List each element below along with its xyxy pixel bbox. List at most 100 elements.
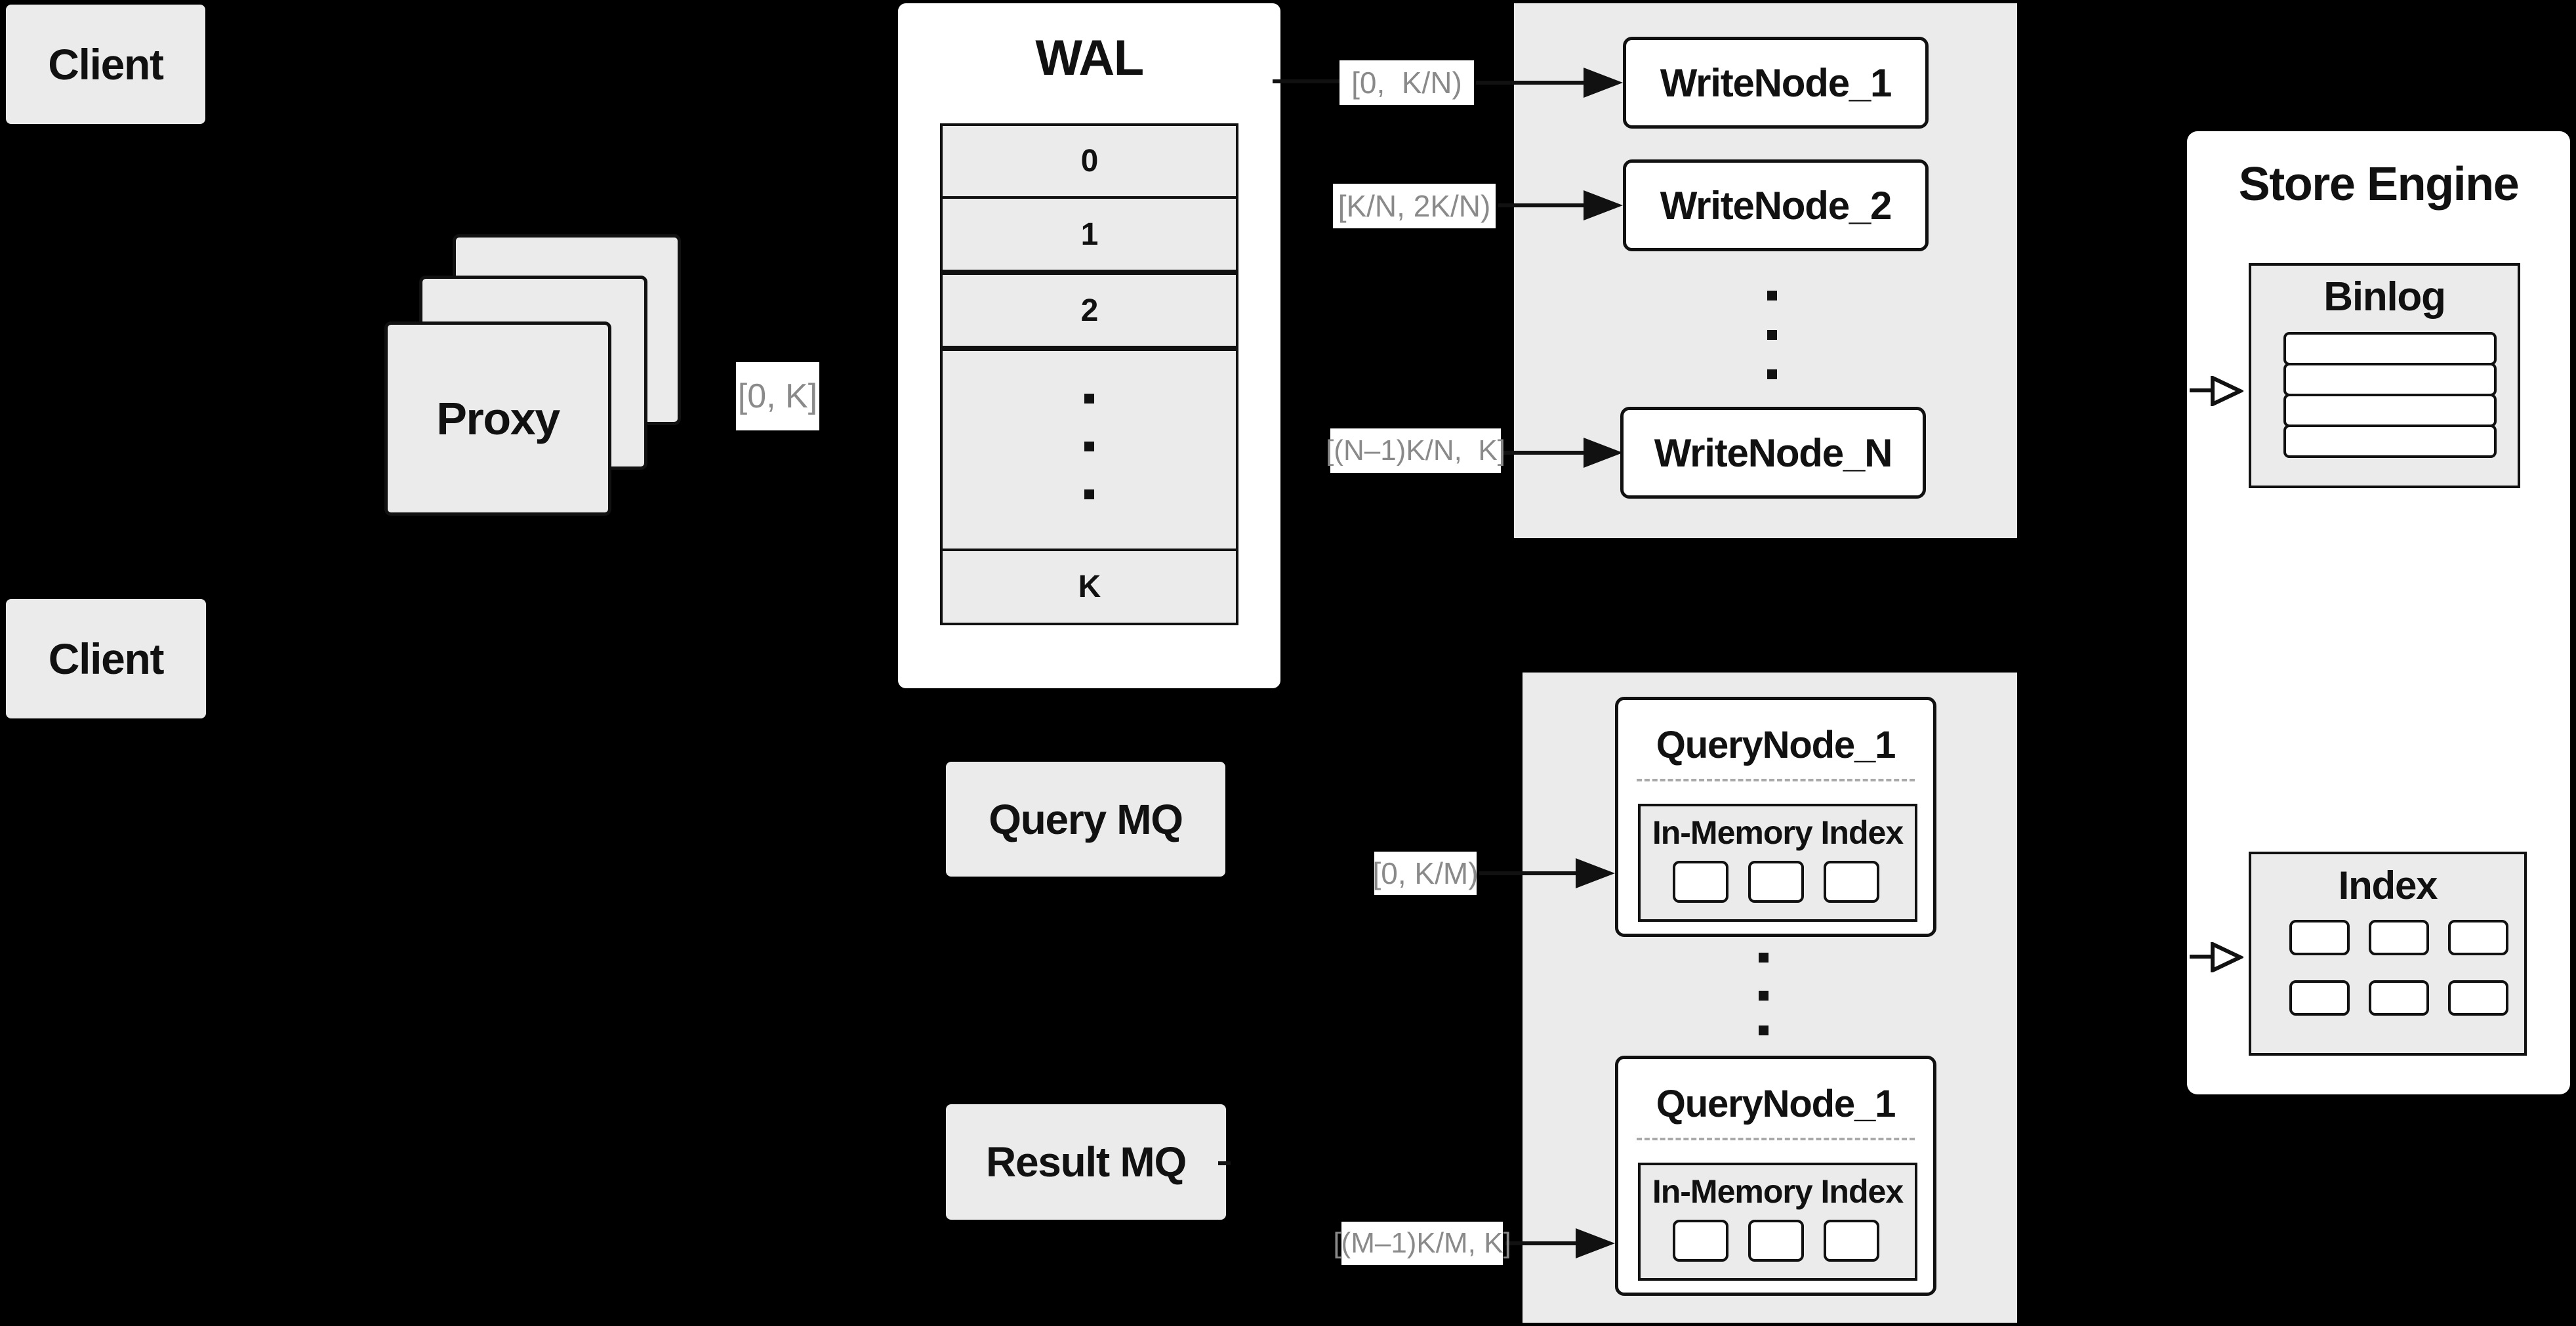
query-mq-node: Query MQ bbox=[946, 762, 1225, 877]
result-mq-out-arrow-stub bbox=[1218, 1161, 1231, 1165]
arrow-head-write-n-icon bbox=[1584, 438, 1623, 468]
client-top-label: Client bbox=[48, 40, 164, 89]
in-memory-index-bottom-title-text: In-Memory Index bbox=[1652, 1173, 1904, 1210]
range-label-query-m: [(M–1)K/M, K] bbox=[1333, 1222, 1511, 1265]
write-ellipsis-dot-3 bbox=[1767, 369, 1777, 379]
arrow-head-query-1-icon bbox=[1576, 858, 1615, 888]
write-node-n-label: WriteNode_N bbox=[1654, 430, 1893, 475]
range-label-query-m-text: [(M–1)K/M, K] bbox=[1333, 1227, 1511, 1259]
query-node-bottom-title: QueryNode_1 bbox=[1618, 1077, 1933, 1130]
query-node-bottom-divider bbox=[1637, 1138, 1915, 1140]
binlog-title: Binlog bbox=[2251, 274, 2518, 320]
query-ellipsis-dot-2 bbox=[1759, 991, 1768, 1001]
write-node-n: WriteNode_N bbox=[1620, 407, 1926, 499]
range-label-proxy-to-wal-text: [0, K] bbox=[737, 377, 818, 415]
query-ellipsis-dot-1 bbox=[1759, 953, 1768, 963]
wal-ellipsis-dot-3 bbox=[1084, 489, 1094, 499]
query-node-top-divider bbox=[1637, 779, 1915, 781]
write-ellipsis-dot-1 bbox=[1767, 291, 1777, 300]
store-index-cell bbox=[2448, 920, 2508, 955]
store-index-title: Index bbox=[2251, 863, 2524, 907]
store-index-cell bbox=[2369, 920, 2429, 955]
index-slot bbox=[1824, 1220, 1879, 1262]
result-mq-node: Result MQ bbox=[946, 1104, 1226, 1220]
in-memory-index-bottom: In-Memory Index bbox=[1638, 1163, 1917, 1281]
write-node-2-label: WriteNode_2 bbox=[1660, 183, 1892, 228]
query-node-bottom-title-text: QueryNode_1 bbox=[1656, 1082, 1896, 1125]
wal-row-2: 2 bbox=[940, 272, 1238, 348]
open-arrow-head-store-index-icon bbox=[2211, 942, 2243, 972]
in-memory-index-bottom-title: In-Memory Index bbox=[1641, 1172, 1915, 1211]
binlog-title-text: Binlog bbox=[2323, 274, 2446, 320]
store-index-title-text: Index bbox=[2338, 863, 2438, 907]
wal-row-1: 1 bbox=[940, 196, 1238, 272]
wal-row-k-text: K bbox=[1078, 570, 1101, 604]
wal-row-1-text: 1 bbox=[1080, 217, 1099, 252]
client-top-node: Client bbox=[6, 5, 205, 124]
wal-ellipsis-dot-2 bbox=[1084, 442, 1094, 451]
arrow-line-store-index bbox=[2190, 955, 2213, 959]
arrow-head-query-m-icon bbox=[1576, 1228, 1615, 1258]
open-arrow-head-binlog-icon bbox=[2211, 376, 2243, 406]
client-bottom-label: Client bbox=[48, 634, 165, 683]
range-label-query-1-text: [0, K/M) bbox=[1372, 856, 1479, 890]
arrow-line-binlog bbox=[2190, 388, 2213, 392]
in-memory-index-top-title-text: In-Memory Index bbox=[1652, 814, 1904, 851]
query-node-top: QueryNode_1 In-Memory Index bbox=[1615, 697, 1936, 937]
binlog-row bbox=[2283, 363, 2497, 396]
arrow-line-write-n bbox=[1503, 451, 1587, 455]
query-ellipsis-dot-3 bbox=[1759, 1026, 1768, 1035]
binlog-row bbox=[2283, 425, 2497, 458]
query-node-top-title: QueryNode_1 bbox=[1618, 718, 1933, 771]
wal-out-arrow-stub bbox=[1273, 79, 1339, 83]
wal-row-0-text: 0 bbox=[1080, 144, 1099, 178]
query-mq-label: Query MQ bbox=[989, 795, 1183, 843]
store-index-cell bbox=[2289, 980, 2350, 1016]
arrow-line-query-m bbox=[1505, 1241, 1580, 1245]
binlog-box: Binlog bbox=[2249, 263, 2520, 488]
binlog-row bbox=[2283, 394, 2497, 427]
query-node-top-title-text: QueryNode_1 bbox=[1656, 723, 1896, 766]
index-slot bbox=[1673, 1220, 1728, 1262]
wal-title-text: WAL bbox=[1035, 30, 1144, 86]
write-node-1: WriteNode_1 bbox=[1623, 37, 1929, 129]
result-mq-label: Result MQ bbox=[986, 1138, 1187, 1186]
proxy-node: Proxy bbox=[384, 321, 611, 516]
range-label-write-1: [0, K/N) bbox=[1339, 60, 1474, 105]
query-node-bottom: QueryNode_1 In-Memory Index bbox=[1615, 1056, 1936, 1296]
store-engine-title: Store Engine bbox=[2187, 156, 2570, 213]
index-slot bbox=[1748, 1220, 1804, 1262]
write-node-2: WriteNode_2 bbox=[1623, 159, 1929, 251]
range-label-write-1-text: [0, K/N) bbox=[1351, 66, 1462, 100]
write-ellipsis-dot-2 bbox=[1767, 330, 1777, 340]
wal-row-ellipsis bbox=[940, 348, 1238, 551]
wal-ellipsis-dot-1 bbox=[1084, 394, 1094, 404]
range-label-write-n: [(N–1)K/N, K] bbox=[1326, 428, 1505, 473]
arrow-head-write-1-icon bbox=[1584, 68, 1623, 98]
in-memory-index-top: In-Memory Index bbox=[1638, 804, 1917, 922]
range-label-query-1: [0, K/M) bbox=[1372, 852, 1479, 895]
arrow-line-query-1 bbox=[1479, 871, 1580, 875]
arrow-line-write-1 bbox=[1476, 81, 1587, 85]
arrow-head-write-2-icon bbox=[1584, 190, 1623, 220]
arrow-line-write-2 bbox=[1498, 203, 1587, 207]
range-label-write-n-text: [(N–1)K/N, K] bbox=[1326, 434, 1505, 466]
store-engine-title-text: Store Engine bbox=[2238, 158, 2520, 211]
store-index-cell bbox=[2289, 920, 2350, 955]
index-slot bbox=[1748, 861, 1804, 903]
store-index-box: Index bbox=[2249, 852, 2527, 1056]
index-slot bbox=[1673, 861, 1728, 903]
range-label-write-2-text: [K/N, 2K/N) bbox=[1338, 189, 1491, 223]
binlog-row bbox=[2283, 332, 2497, 365]
wal-row-k: K bbox=[940, 549, 1238, 625]
store-index-cell bbox=[2448, 980, 2508, 1016]
client-bottom-node: Client bbox=[6, 599, 206, 718]
in-memory-index-top-title: In-Memory Index bbox=[1641, 813, 1915, 852]
write-node-1-label: WriteNode_1 bbox=[1660, 60, 1892, 105]
proxy-label: Proxy bbox=[436, 393, 560, 444]
range-label-proxy-to-wal: [0, K] bbox=[736, 362, 819, 430]
wal-row-2-text: 2 bbox=[1080, 293, 1099, 328]
wal-title: WAL bbox=[898, 28, 1280, 88]
range-label-write-2: [K/N, 2K/N) bbox=[1333, 184, 1496, 228]
